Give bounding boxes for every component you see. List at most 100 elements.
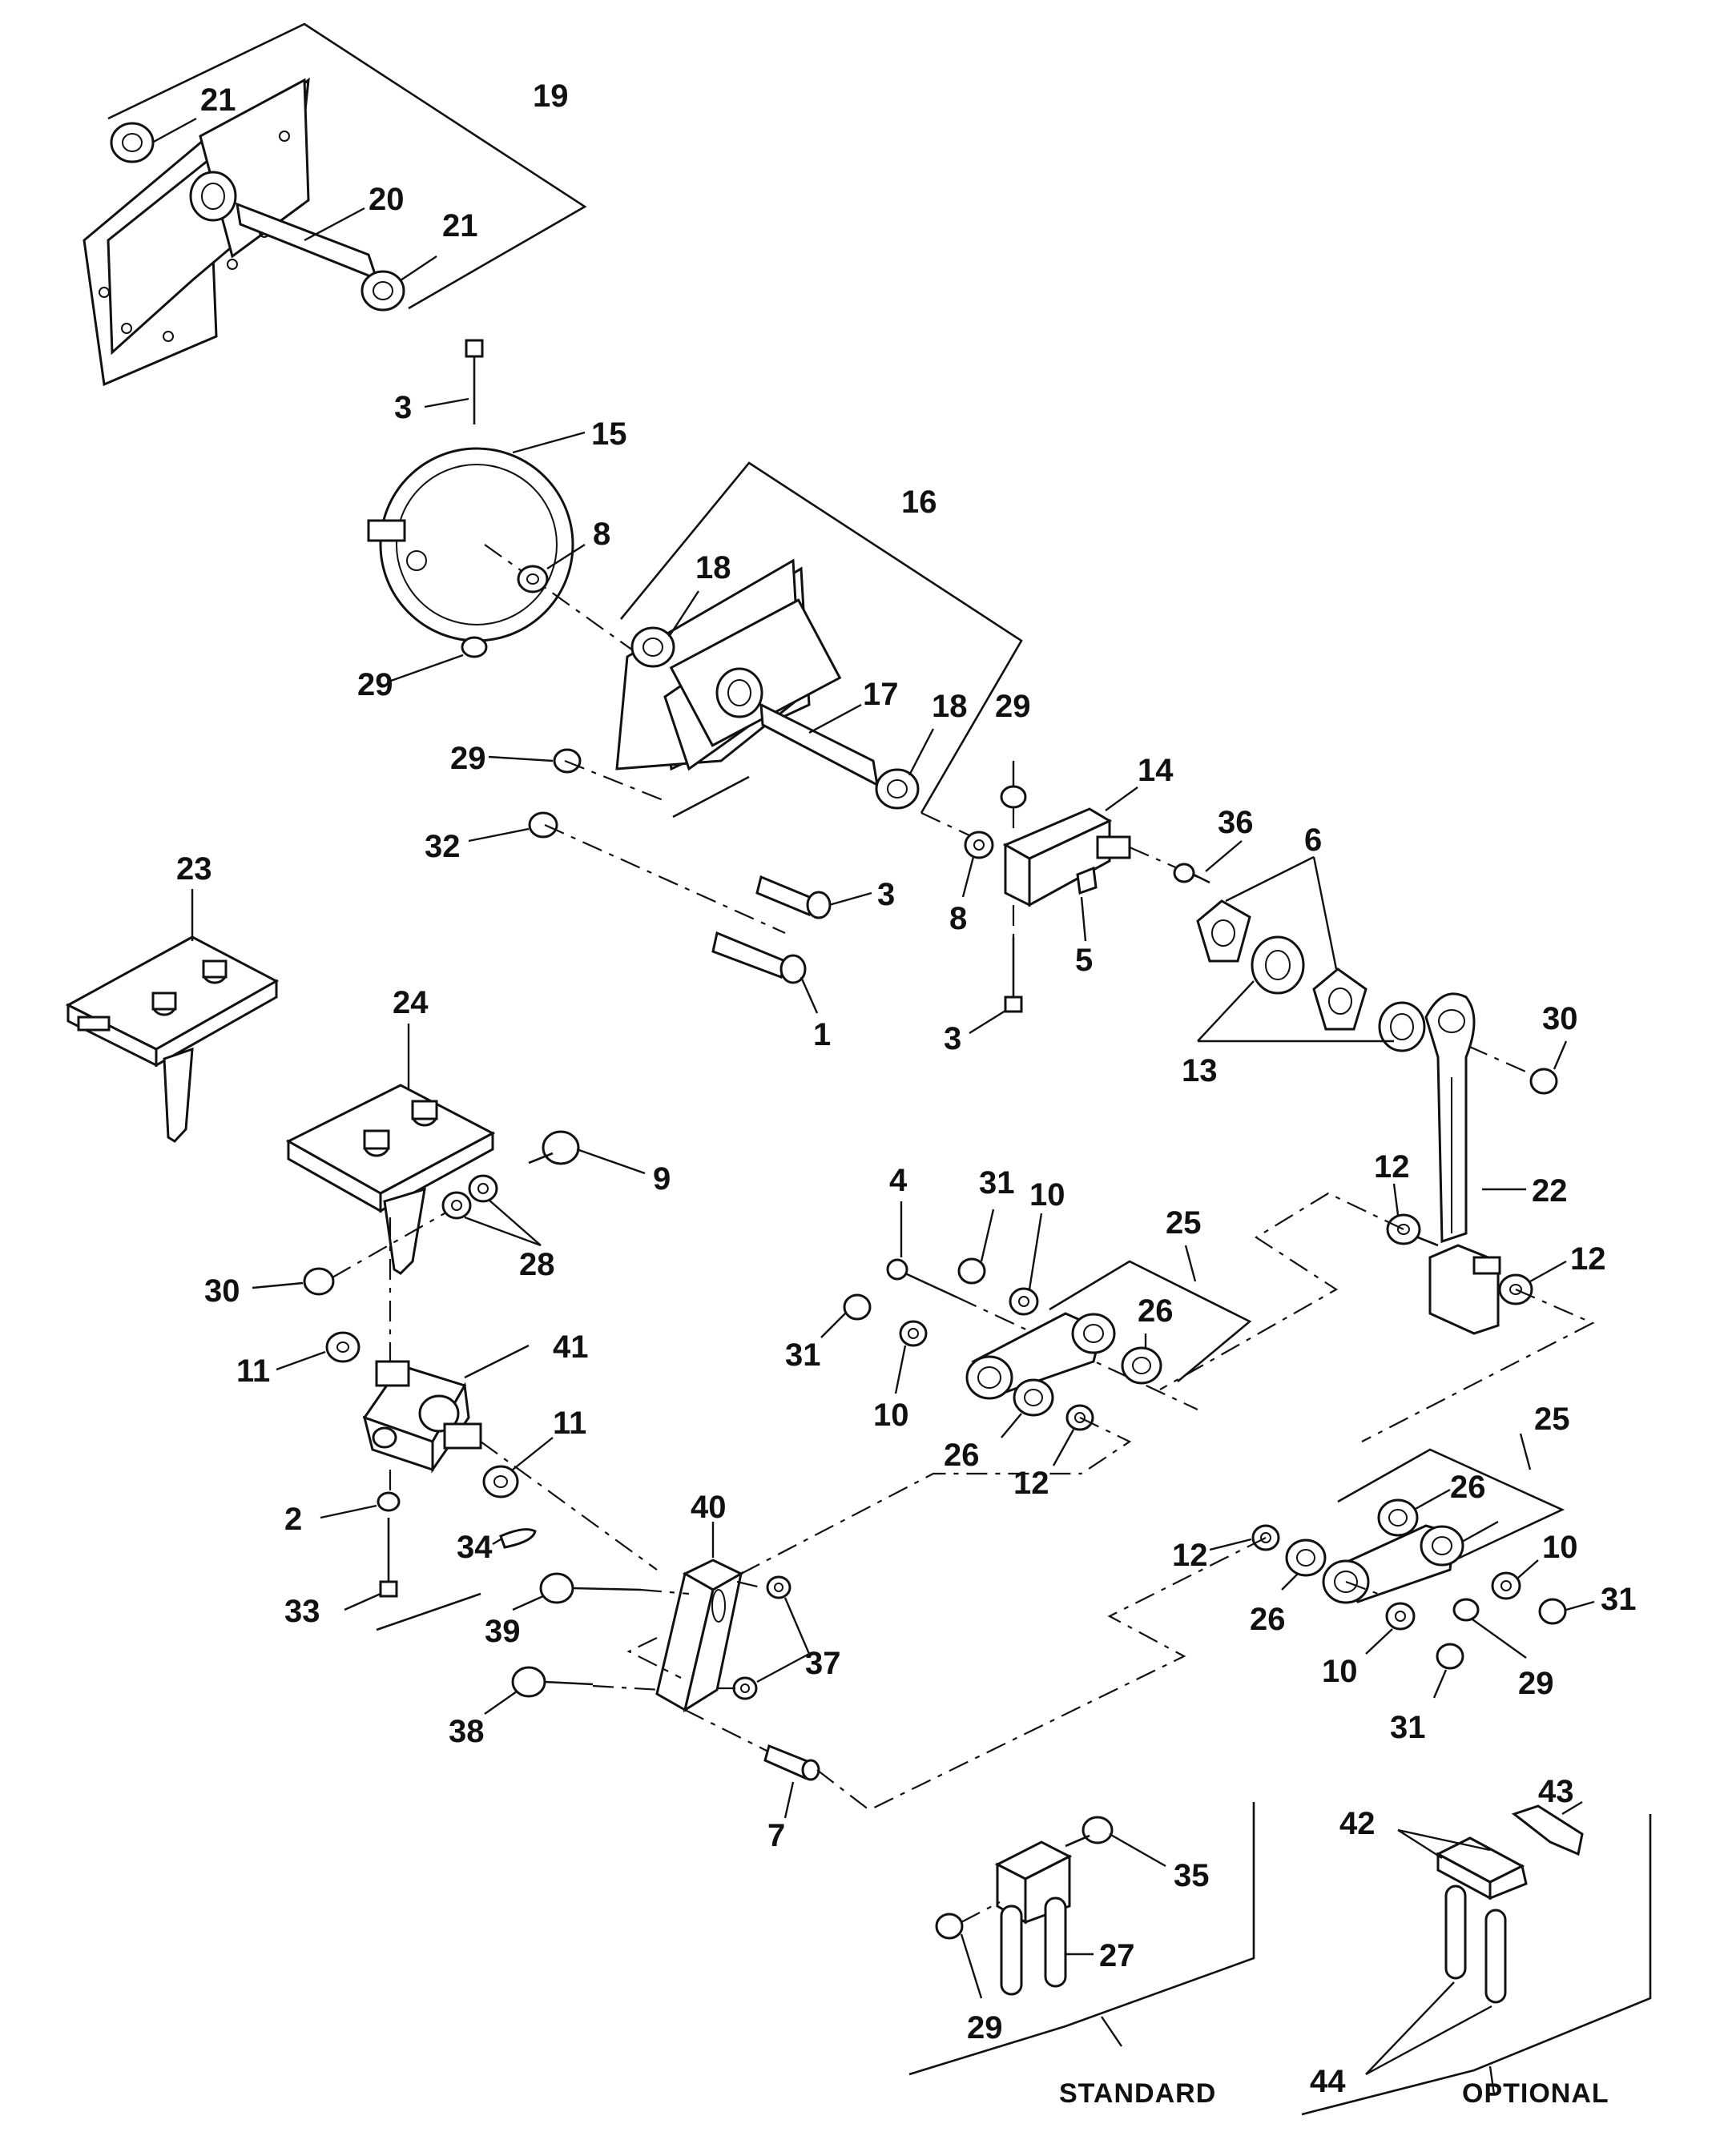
tines-27 (994, 1840, 1094, 1996)
callout-labels: 1 2 3 3 3 4 5 6 7 8 8 9 10 10 10 10 11 1… (176, 78, 1637, 2099)
callout-8-sprocket: 8 (593, 517, 610, 552)
sprocket-15 (367, 431, 586, 642)
callout-3-assembly16: 3 (877, 877, 895, 912)
key-5 (1076, 866, 1098, 942)
bearing-18-right (875, 728, 935, 810)
plate-24 (285, 1024, 496, 1275)
callout-30-right: 30 (1542, 1001, 1578, 1036)
block-14 (1002, 786, 1138, 907)
bushing-26-lower-left (1281, 1539, 1327, 1591)
callout-31-lower-right: 31 (1601, 1582, 1637, 1617)
callout-32: 32 (425, 829, 461, 864)
callout-27: 27 (1099, 1938, 1135, 1973)
nut-29-lower (1452, 1598, 1527, 1659)
bolt-3-assembly16 (755, 875, 872, 919)
bearing-18-left (630, 590, 700, 668)
callout-21-bottom: 21 (442, 208, 478, 243)
block-40 (655, 1522, 744, 1713)
callout-5: 5 (1075, 943, 1093, 978)
shaft-17 (759, 702, 879, 787)
callout-28: 28 (519, 1247, 555, 1282)
callout-42: 42 (1339, 1806, 1376, 1841)
callout-24: 24 (393, 985, 429, 1020)
nut-29-assembly16 (488, 748, 582, 774)
bolt-38 (484, 1666, 594, 1715)
callout-31-lower: 31 (1390, 1710, 1426, 1745)
tine-43 (1511, 1800, 1584, 1856)
nut-30-right (1529, 1040, 1568, 1095)
bolt-arm (1472, 1256, 1501, 1275)
callout-12-lower: 12 (1172, 1538, 1208, 1573)
bushing-26-upper-left (1001, 1378, 1054, 1438)
callout-43: 43 (1538, 1774, 1574, 1809)
caption-standard: STANDARD (1059, 2078, 1216, 2109)
callout-1: 1 (813, 1017, 831, 1052)
washer-10-left (894, 1320, 928, 1394)
callout-33: 33 (284, 1594, 320, 1629)
nut-30-left (252, 1267, 335, 1296)
callout-10-lower: 10 (1322, 1654, 1358, 1689)
callout-19: 19 (533, 78, 569, 114)
callout-29-standard: 29 (967, 2010, 1003, 2045)
callout-14: 14 (1138, 753, 1174, 788)
callout-7: 7 (767, 1818, 785, 1853)
callout-38: 38 (449, 1714, 485, 1749)
callout-26-upper-left: 26 (944, 1438, 980, 1473)
assembly-19-bracket (83, 22, 587, 387)
callout-11-bottom: 11 (553, 1406, 586, 1441)
callout-17: 17 (863, 677, 899, 712)
link-25-upper (965, 1312, 1116, 1400)
washer-11-bottom (482, 1437, 554, 1498)
callout-13: 13 (1182, 1053, 1218, 1088)
callout-4: 4 (889, 1163, 908, 1198)
callout-15: 15 (591, 416, 627, 452)
flange-6-right (1312, 967, 1368, 1031)
arm-22 (1424, 992, 1526, 1335)
plate-23 (65, 889, 280, 1143)
callout-26-lower-left: 26 (1250, 1602, 1286, 1637)
assembly-16-bracket (615, 461, 1023, 819)
bearing-21-top (110, 117, 197, 163)
callout-10-top: 10 (1029, 1177, 1065, 1213)
callout-12-arm-left: 12 (1374, 1149, 1410, 1185)
callout-26-lower-top: 26 (1450, 1470, 1486, 1505)
bearing-21-bottom (361, 255, 437, 312)
callout-34: 34 (457, 1530, 493, 1565)
bearing-13-left (1251, 935, 1305, 995)
bolt-9 (528, 1130, 646, 1175)
callout-3-sprocket: 3 (394, 390, 412, 425)
callout-37: 37 (805, 1646, 841, 1681)
flange-6-left (1196, 899, 1251, 963)
callout-29-assembly16: 29 (450, 741, 486, 776)
callout-29-lower: 29 (1518, 1666, 1554, 1701)
bushing-26-upper-right (1121, 1333, 1162, 1385)
caption-optional: OPTIONAL (1462, 2078, 1609, 2109)
callout-8-block: 8 (949, 901, 967, 936)
bushing-26-lower-top (1377, 1488, 1451, 1537)
nut-31-lower-right (1538, 1598, 1595, 1625)
bolt-35 (1065, 1816, 1166, 1868)
washer-12-lower (1209, 1524, 1280, 1551)
washers-28 (441, 1174, 542, 1247)
callout-23: 23 (176, 851, 212, 887)
bearing-flange-16 (715, 667, 763, 718)
bolt-39 (512, 1572, 642, 1611)
bearing-flange (189, 171, 237, 222)
pin-7 (763, 1744, 820, 1819)
callout-29-sprocket: 29 (357, 667, 393, 702)
callout-18-left: 18 (695, 550, 731, 585)
washer-2 (320, 1491, 401, 1519)
washers-37 (732, 1575, 811, 1700)
nut-32 (468, 811, 558, 843)
callout-9: 9 (653, 1161, 671, 1197)
callout-36: 36 (1218, 805, 1254, 840)
washer-10-top (1009, 1213, 1043, 1316)
callout-31-left: 31 (785, 1337, 821, 1373)
bolt-3-block (969, 937, 1023, 1035)
washer-10-lower (1365, 1602, 1416, 1655)
bolt-36 (1173, 840, 1243, 884)
bolt-3-sprocket (424, 339, 484, 424)
callout-40: 40 (691, 1490, 727, 1525)
callout-35: 35 (1174, 1858, 1210, 1893)
callout-10-left: 10 (873, 1398, 909, 1433)
